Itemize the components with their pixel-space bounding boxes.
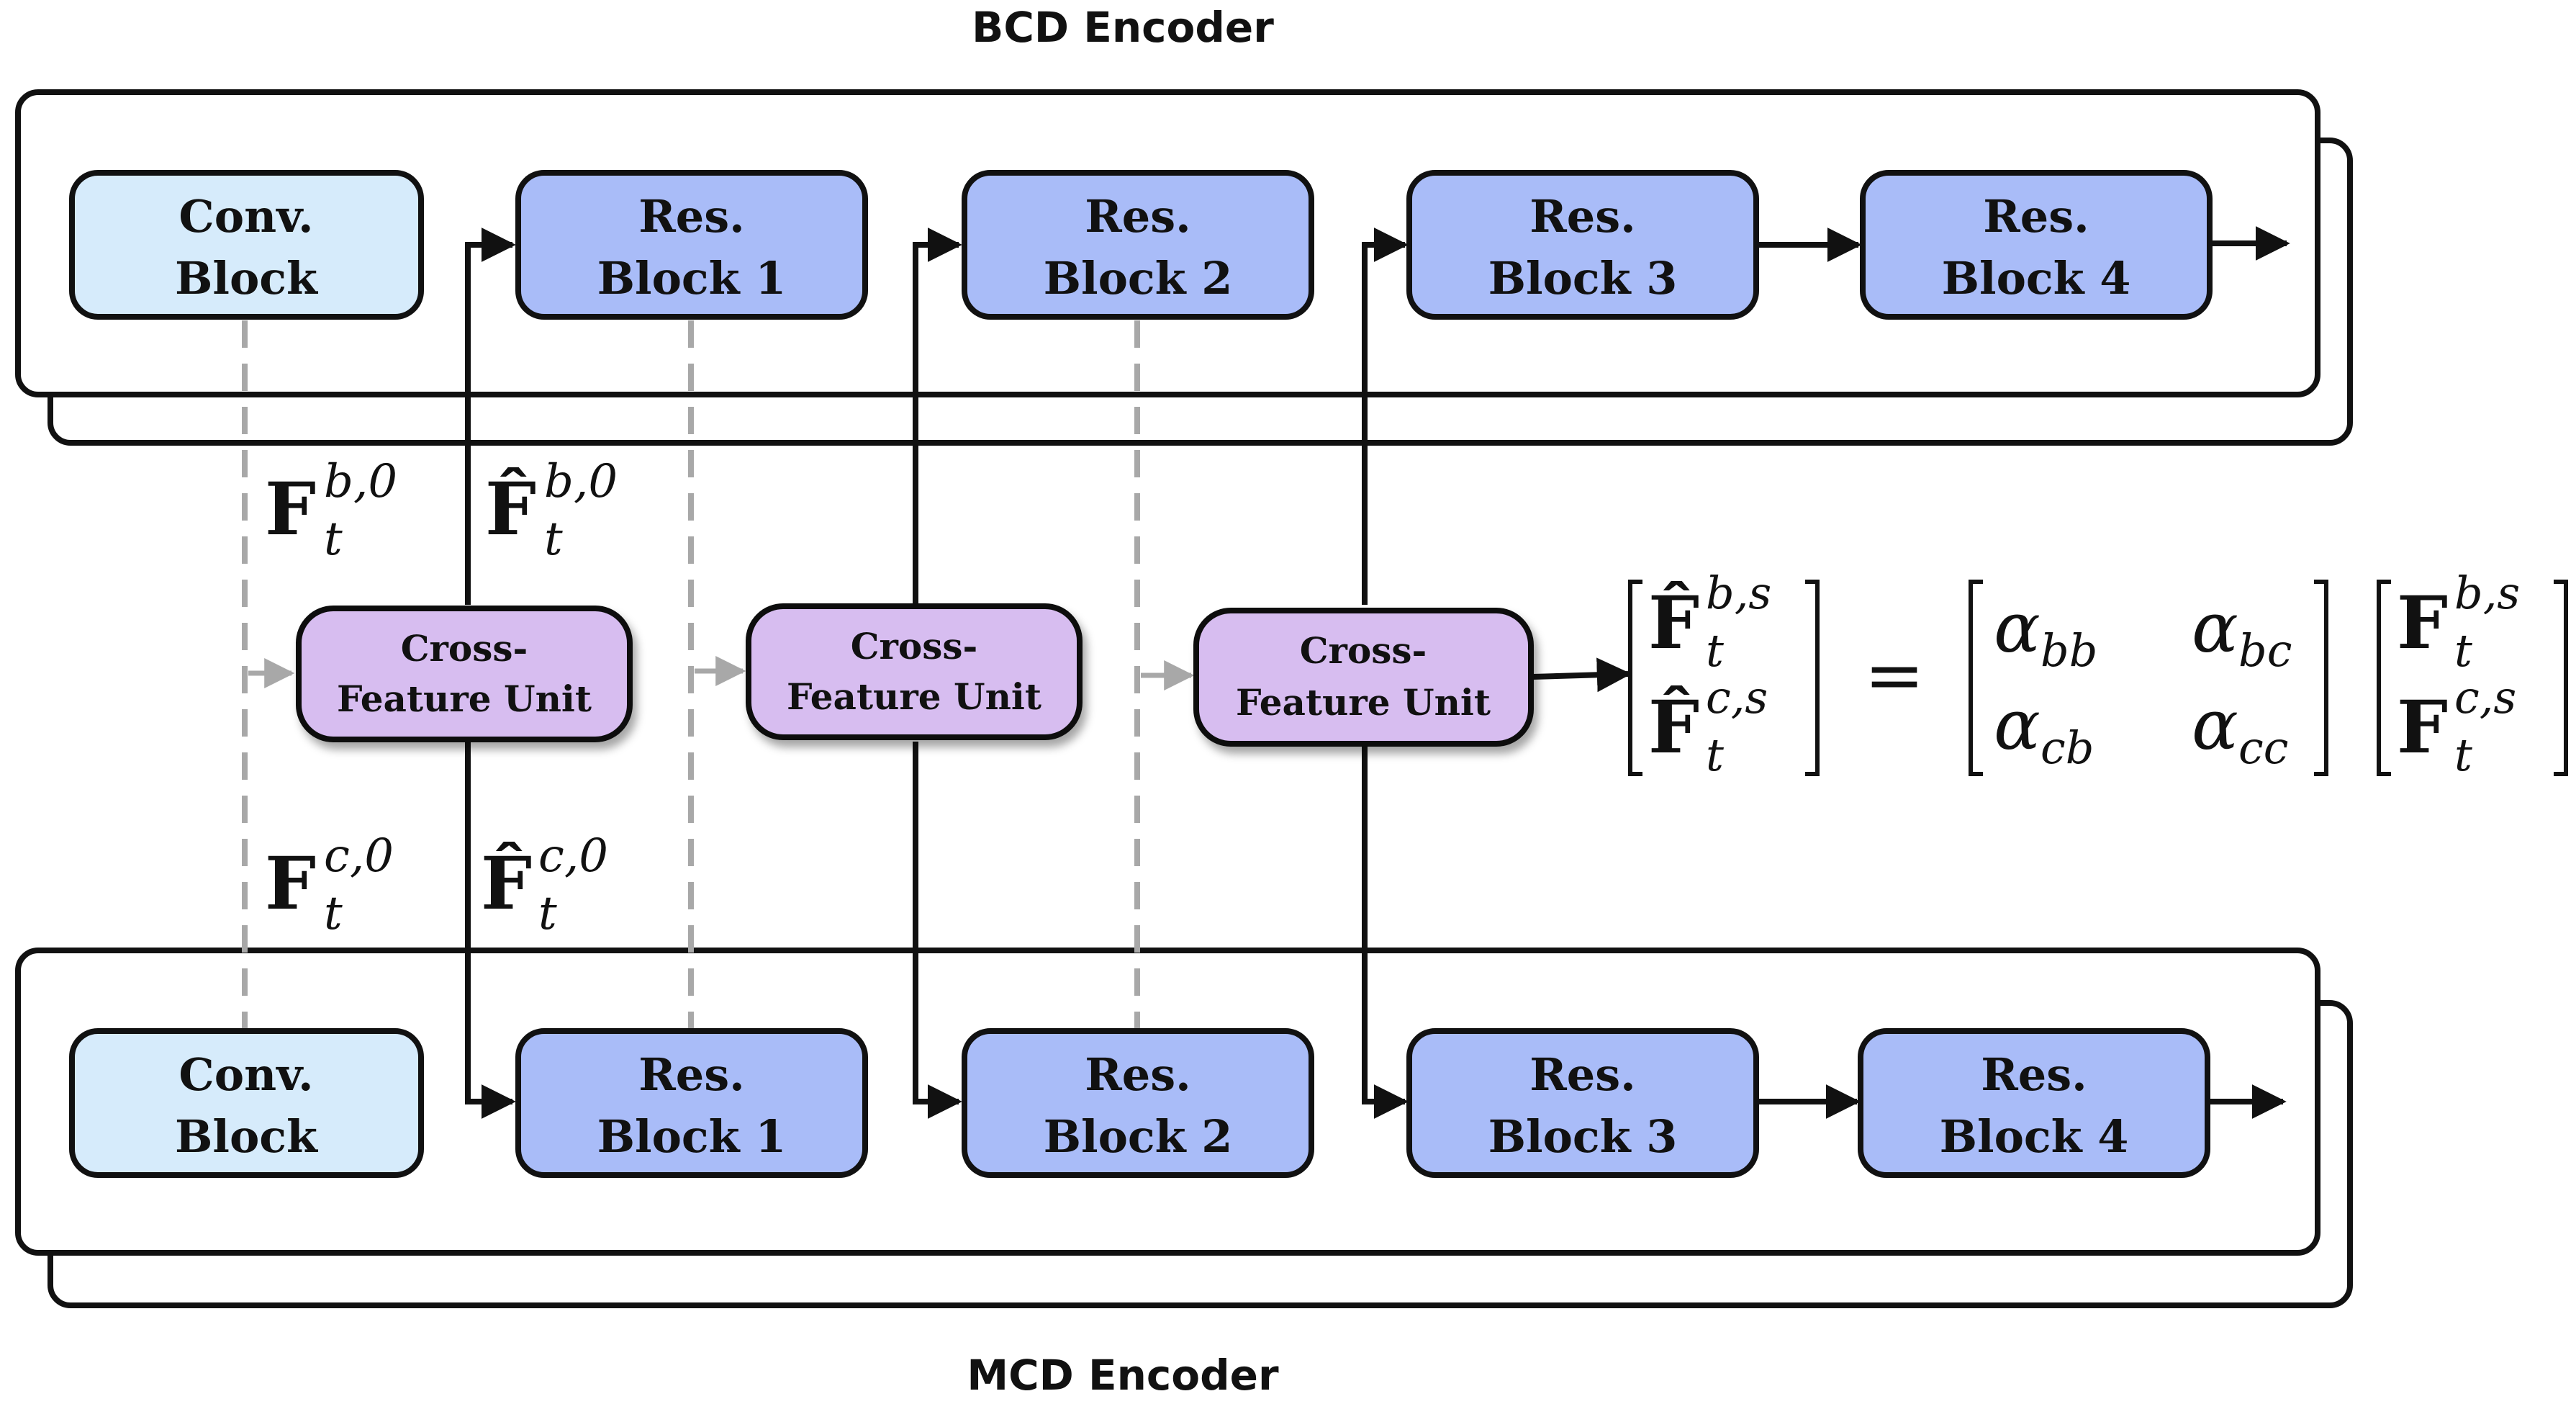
cfu-1-line2: Feature Unit: [337, 678, 592, 720]
mcd-res-block-1-line1: Res.: [638, 1048, 744, 1101]
label-F-t-c0-sub: t: [324, 887, 343, 940]
label-Fhat-t-c0-sup: c,0: [538, 829, 608, 883]
label-F-t-b0-sup: b,0: [324, 455, 397, 508]
rhs-left-bracket: [2377, 580, 2391, 776]
cross-feature-unit-3: Cross- Feature Unit: [1193, 608, 1534, 747]
fusion-equation: F̂ b,s t F̂ c,s t = α bb α bc α cb α cc …: [1628, 567, 2568, 781]
bcd-res-block-4: Res. Block 4: [1860, 170, 2213, 320]
bcd-conv-block-line2: Block: [175, 252, 319, 305]
cfu1-to-mcd-res1-arrow: [465, 742, 516, 1119]
bcd-res-block-4-line2: Block 4: [1942, 252, 2131, 305]
cfu-2-line2: Feature Unit: [787, 675, 1041, 718]
cfu3-to-mcd-res3-arrow: [1362, 742, 1409, 1119]
cfu1-to-bcd-res1-arrow: [465, 228, 516, 605]
matrix-left-bracket: [1969, 580, 1983, 776]
cfu-2-line1: Cross-: [851, 625, 978, 667]
cfu2-to-mcd-res2-arrow: [913, 742, 962, 1119]
mcd-conv-block-line2: Block: [175, 1110, 319, 1163]
mcd-res-block-4-line2: Block 4: [1940, 1110, 2129, 1163]
rhs-F-c: F: [2397, 685, 2448, 770]
matrix-right-bracket: [2314, 580, 2328, 776]
cross-feature-unit-2: Cross- Feature Unit: [746, 603, 1083, 740]
cfu3-to-equation-arrow: [1532, 657, 1632, 693]
mcd-res-block-4-line1: Res.: [1981, 1048, 2087, 1101]
bcd-res-block-2-line2: Block 2: [1044, 252, 1233, 305]
alpha-cb: α: [1994, 685, 2041, 765]
lhs-Fhat-b-sup: b,s: [1706, 567, 1771, 619]
bcd-encoder-title: BCD Encoder: [972, 3, 1274, 52]
cfu3-to-bcd-res3-arrow: [1362, 228, 1409, 605]
lhs-Fhat-b-sub: t: [1706, 624, 1724, 677]
label-F-t-b0-sub: t: [324, 513, 343, 566]
bcd-res-block-1-line2: Block 1: [597, 252, 787, 305]
mcd-res-block-2-line1: Res.: [1085, 1048, 1190, 1101]
rhs-F-b-sub: t: [2454, 624, 2472, 677]
lhs-Fhat-c-sup: c,s: [1706, 671, 1768, 724]
black-connections: [465, 226, 2290, 1119]
mcd-res-block-2-line2: Block 2: [1044, 1110, 1233, 1163]
label-Fhat-t-b0-base: F̂: [485, 467, 536, 552]
rhs-F-b-sup: b,s: [2454, 567, 2520, 619]
rhs-F-c-sup: c,s: [2454, 671, 2516, 724]
label-F-t-c0: F c,0 t: [265, 829, 394, 940]
rhs-F-c-sub: t: [2454, 729, 2472, 781]
rhs-right-bracket: [2554, 580, 2568, 776]
cfu-3-line2: Feature Unit: [1236, 681, 1491, 724]
bcd-res-block-2-line1: Res.: [1085, 190, 1190, 243]
mcd-res-block-3-line2: Block 3: [1488, 1110, 1678, 1163]
label-Fhat-t-c0-sub: t: [538, 887, 557, 940]
bcd-res-block-2: Res. Block 2: [962, 170, 1314, 320]
bcd-res-block-1-line1: Res.: [638, 190, 744, 243]
alpha-bb-sub: bb: [2041, 624, 2097, 677]
lhs-left-bracket: [1628, 580, 1642, 776]
mcd-conv-block-line1: Conv.: [178, 1048, 313, 1101]
label-Fhat-t-b0: F̂ b,0 t: [485, 455, 618, 566]
label-Fhat-t-b0-sub: t: [544, 513, 563, 566]
mcd-conv-block: Conv. Block: [69, 1028, 424, 1178]
label-F-t-c0-sup: c,0: [324, 829, 394, 883]
alpha-bb: α: [1994, 588, 2041, 668]
bcd-conv-block: Conv. Block: [69, 170, 424, 320]
alpha-cb-sub: cb: [2041, 721, 2094, 774]
lhs-Fhat-c-sub: t: [1706, 729, 1724, 781]
bcd-res-block-3: Res. Block 3: [1406, 170, 1759, 320]
mcd-res-block-4: Res. Block 4: [1858, 1028, 2210, 1178]
cfu-1-line1: Cross-: [401, 627, 528, 670]
mcd-res-block-3: Res. Block 3: [1406, 1028, 1759, 1178]
cfu2-to-bcd-res2-arrow: [913, 228, 962, 605]
mcd-res-block-1-line2: Block 1: [597, 1110, 787, 1163]
bcd-res-block-1: Res. Block 1: [515, 170, 868, 320]
lhs-Fhat-c: F̂: [1648, 685, 1699, 770]
label-Fhat-t-c0-base: F̂: [481, 841, 532, 926]
alpha-bc-sub: bc: [2238, 624, 2292, 677]
alpha-cc-sub: cc: [2238, 721, 2288, 774]
rhs-F-b: F: [2397, 580, 2448, 665]
label-F-t-b0: F b,0 t: [265, 455, 397, 566]
lhs-right-bracket: [1805, 580, 1820, 776]
bcd-res-block-4-line1: Res.: [1983, 190, 2089, 243]
mcd-encoder-title: MCD Encoder: [967, 1351, 1279, 1400]
bcd-conv-block-line1: Conv.: [178, 190, 313, 243]
bcd-res-block-3-line1: Res.: [1529, 190, 1635, 243]
bcd-res-block-3-line2: Block 3: [1488, 252, 1678, 305]
alpha-bc: α: [2192, 588, 2238, 668]
label-Fhat-t-c0: F̂ c,0 t: [481, 829, 608, 940]
label-Fhat-t-b0-sup: b,0: [544, 455, 618, 508]
label-F-t-c0-base: F: [265, 841, 316, 926]
lhs-Fhat-b: F̂: [1648, 580, 1699, 665]
equals-sign: =: [1864, 633, 1925, 717]
label-F-t-b0-base: F: [265, 467, 316, 552]
mcd-res-block-3-line1: Res.: [1529, 1048, 1635, 1101]
cross-feature-unit-1: Cross- Feature Unit: [296, 606, 633, 742]
mcd-res-block-2: Res. Block 2: [962, 1028, 1314, 1178]
cfu-3-line1: Cross-: [1300, 629, 1427, 672]
mcd-res-block-1: Res. Block 1: [515, 1028, 868, 1178]
alpha-cc: α: [2192, 685, 2238, 765]
skip-connections: [242, 320, 1140, 1030]
